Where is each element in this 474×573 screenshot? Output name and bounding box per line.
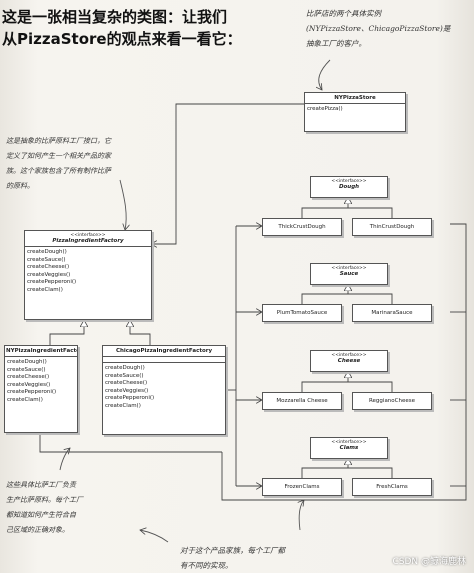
note-line: 对于这个产品家族，每个工厂都 — [180, 546, 285, 555]
note-line: 有不同的实现。 — [180, 561, 233, 570]
note-line: 族。这个家族包含了所有制作比萨 — [6, 167, 111, 175]
operation: createDough() — [7, 359, 47, 365]
operation: createPepperoni() — [105, 395, 155, 402]
cheese-interface: <<interface>> Cheese — [310, 350, 388, 372]
operation: createVeggies() — [7, 381, 51, 388]
operation: createClam() — [27, 286, 63, 293]
note-line: 这些具体比萨工厂负责 — [6, 481, 76, 489]
stereotype: <<interface>> — [331, 440, 367, 445]
operation: createDough() — [105, 365, 145, 371]
note-left-bottom: 这些具体比萨工厂负责 生产比萨原料。每个工厂 都知道如何产生符合自 己区域的正确… — [6, 478, 83, 538]
dough-interface: <<interface>> Dough — [310, 176, 388, 198]
operation: createDough() — [27, 249, 67, 255]
class-name: NYPizzaIngredientFactory — [6, 348, 77, 354]
thick-crust-dough-class: ThickCrustDough — [262, 218, 342, 236]
stereotype: <<interface>> — [70, 233, 106, 238]
mozzarella-cheese-class: Mozzarella Cheese — [262, 392, 342, 410]
interface-name: Sauce — [339, 271, 359, 277]
operation: createVeggies() — [27, 271, 71, 278]
ny-ingredient-factory-class: NYPizzaIngredientFactory createDough() c… — [4, 345, 78, 433]
interface-name: Clams — [339, 445, 359, 451]
note-line: 己区域的正确对象。 — [6, 526, 69, 534]
operation: createVeggies() — [105, 387, 149, 394]
operation: createSauce() — [105, 372, 144, 379]
note-left-mid: 这是抽象的比萨原料工厂接口，它 定义了如何产生一个相关产品的家 族。这个家族包含… — [6, 134, 111, 194]
clams-interface: <<interface>> Clams — [310, 437, 388, 459]
chicago-ingredient-factory-class: ChicagoPizzaIngredientFactory createDoug… — [102, 345, 226, 435]
operation: createPizza() — [307, 106, 343, 112]
note-line: 都知道如何产生符合自 — [6, 511, 76, 519]
note-line: 这是抽象的比萨原料工厂接口，它 — [6, 137, 111, 145]
note-bottom: 对于这个产品家族，每个工厂都 有不同的实现。 — [180, 543, 285, 573]
operation: createClam() — [7, 396, 43, 403]
operation: createCheese() — [27, 264, 70, 271]
thin-crust-dough-class: ThinCrustDough — [352, 218, 432, 236]
operation: createPepperoni() — [7, 389, 57, 396]
interface-name: PizzaIngredientFactory — [52, 238, 124, 244]
note-line: 的原料。 — [6, 182, 34, 190]
class-name: NYPizzaStore — [334, 95, 376, 101]
note-line: 生产比萨原料。每个工厂 — [6, 496, 83, 504]
stereotype: <<interface>> — [331, 353, 367, 358]
operation: createCheese() — [105, 380, 148, 387]
operation: createPepperoni() — [27, 279, 77, 286]
interface-name: Dough — [338, 184, 360, 190]
note-line: 比萨店的两个具体实例 — [306, 9, 381, 18]
frozen-clams-class: FrozenClams — [262, 478, 342, 496]
stereotype: <<interface>> — [331, 266, 367, 271]
stereotype: <<interface>> — [331, 179, 367, 184]
interface-name: Cheese — [337, 358, 361, 364]
class-name: ChicagoPizzaIngredientFactory — [115, 348, 213, 354]
plum-tomato-sauce-class: PlumTomatoSauce — [262, 304, 342, 322]
page-heading-line2: 从PizzaStore的观点来看一看它： — [2, 30, 242, 48]
note-line: 抽象工厂的客户。 — [306, 39, 366, 48]
marinara-sauce-class: MarinaraSauce — [352, 304, 432, 322]
note-line: 定义了如何产生一个相关产品的家 — [6, 152, 111, 160]
fresh-clams-class: FreshClams — [352, 478, 432, 496]
sauce-interface: <<interface>> Sauce — [310, 263, 388, 285]
operation: createSauce() — [27, 256, 66, 263]
page-heading-line1: 这是一张相当复杂的类图：让我们 — [2, 8, 228, 26]
operation: createCheese() — [7, 374, 50, 381]
note-line: (NYPizzaStore、ChicagoPizzaStore)是 — [306, 24, 451, 33]
operation: createClam() — [105, 402, 141, 409]
note-top-right: 比萨店的两个具体实例 (NYPizzaStore、ChicagoPizzaSto… — [306, 6, 450, 51]
csdn-watermark: CSDN @鲸海鹿林 — [392, 557, 466, 567]
pizza-ingredient-factory-interface: <<interface>> PizzaIngredientFactory cre… — [24, 230, 152, 320]
operation: createSauce() — [7, 366, 46, 373]
reggiano-cheese-class: ReggianoCheese — [352, 392, 432, 410]
nypizzastore-class: NYPizzaStore createPizza() — [304, 92, 406, 132]
